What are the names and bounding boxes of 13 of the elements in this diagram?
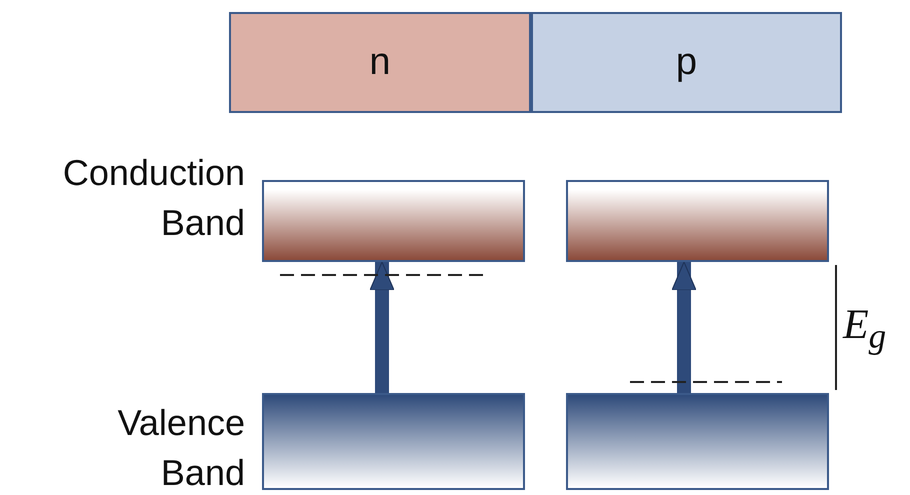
- arrow: [672, 262, 696, 393]
- conduction-band-box: [262, 180, 525, 262]
- arrow: [370, 262, 394, 393]
- region-box: [531, 12, 842, 113]
- gap-energy-label: E$_{g}$: [843, 301, 888, 358]
- region-label: n: [369, 41, 391, 84]
- band-label: Conduction Band: [62, 151, 245, 245]
- band-label: Valence Band: [116, 401, 245, 495]
- region-label: p: [676, 41, 698, 84]
- conduction-band-box: [566, 180, 829, 262]
- valence-band-box: [566, 393, 829, 490]
- valence-band-box: [262, 393, 525, 490]
- region-box: [229, 12, 531, 113]
